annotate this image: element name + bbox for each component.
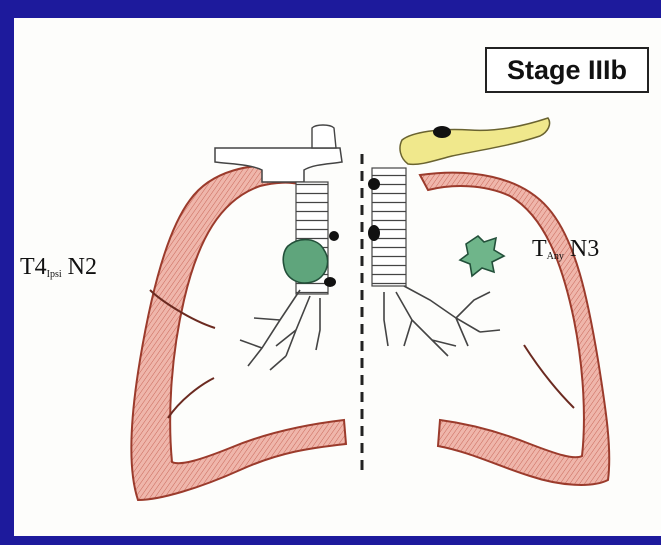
left-tnm-rest: N2 [62, 254, 97, 280]
left-tumor [283, 240, 327, 283]
right-tnm-rest: N3 [564, 236, 599, 262]
stage-label: Stage IIIb [485, 47, 649, 93]
left-tnm-sub: Ipsi [47, 269, 62, 280]
node-right-paratracheal-1 [368, 178, 380, 190]
left-bronchial-tree [240, 290, 320, 370]
right-fissure [524, 345, 574, 408]
right-bronchial-tree [384, 286, 500, 356]
node-left-paratracheal [329, 231, 339, 241]
right-tnm-label: TAny N3 [532, 236, 599, 263]
right-tumor [460, 236, 504, 276]
node-right-paratracheal-2 [368, 225, 380, 241]
node-supraclavicular [433, 126, 451, 138]
cricoid [312, 125, 336, 148]
left-tnm-label: T4Ipsi N2 [20, 254, 97, 281]
right-lung-pleura [420, 173, 609, 485]
left-tnm-main: T4 [20, 254, 47, 280]
right-tnm-main: T [532, 236, 547, 262]
left-fissure-2 [168, 378, 214, 418]
right-tnm-sub: Any [547, 251, 564, 262]
clavicle [400, 118, 550, 164]
node-left-hilar [324, 277, 336, 287]
